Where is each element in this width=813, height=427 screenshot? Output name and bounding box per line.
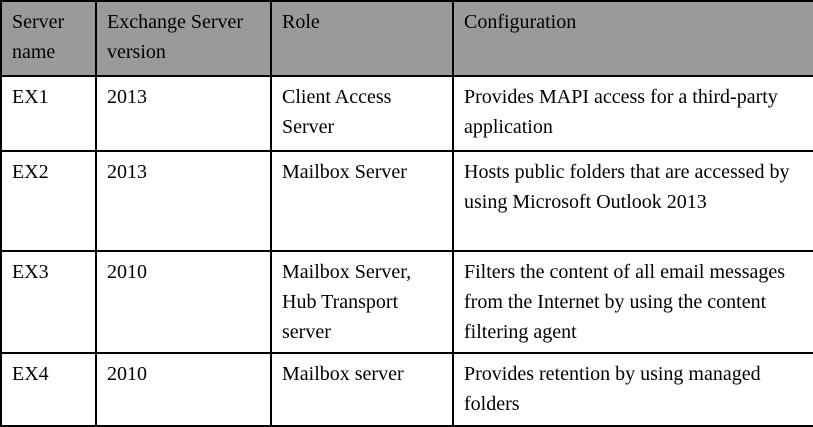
column-header-configuration: Configuration <box>452 0 813 77</box>
cell-version: 2010 <box>95 250 272 354</box>
cell-configuration: Provides MAPI access for a third-party a… <box>452 75 813 152</box>
cell-role: Mailbox Server <box>270 150 454 252</box>
cell-configuration: Filters the content of all email message… <box>452 250 813 354</box>
table-row: EX4 2010 Mailbox server Provides retenti… <box>0 352 813 427</box>
cell-role: Mailbox server <box>270 352 454 427</box>
cell-version: 2010 <box>95 352 272 427</box>
cell-server-name: EX4 <box>0 352 97 427</box>
table-header-row: Server name Exchange Server version Role… <box>0 0 813 77</box>
cell-server-name: EX1 <box>0 75 97 152</box>
column-header-exchange-version: Exchange Server version <box>95 0 272 77</box>
cell-role: Mailbox Server, Hub Transport server <box>270 250 454 354</box>
cell-configuration: Hosts public folders that are accessed b… <box>452 150 813 252</box>
cell-configuration: Provides retention by using managed fold… <box>452 352 813 427</box>
table-body: EX1 2013 Client Access Server Provides M… <box>0 75 813 427</box>
cell-server-name: EX2 <box>0 150 97 252</box>
cell-role: Client Access Server <box>270 75 454 152</box>
cell-server-name: EX3 <box>0 250 97 354</box>
cell-version: 2013 <box>95 150 272 252</box>
column-header-role: Role <box>270 0 454 77</box>
table-row: EX2 2013 Mailbox Server Hosts public fol… <box>0 150 813 252</box>
table-header: Server name Exchange Server version Role… <box>0 0 813 77</box>
table-row: EX3 2010 Mailbox Server, Hub Transport s… <box>0 250 813 354</box>
column-header-server-name: Server name <box>0 0 97 77</box>
cell-version: 2013 <box>95 75 272 152</box>
table-row: EX1 2013 Client Access Server Provides M… <box>0 75 813 152</box>
